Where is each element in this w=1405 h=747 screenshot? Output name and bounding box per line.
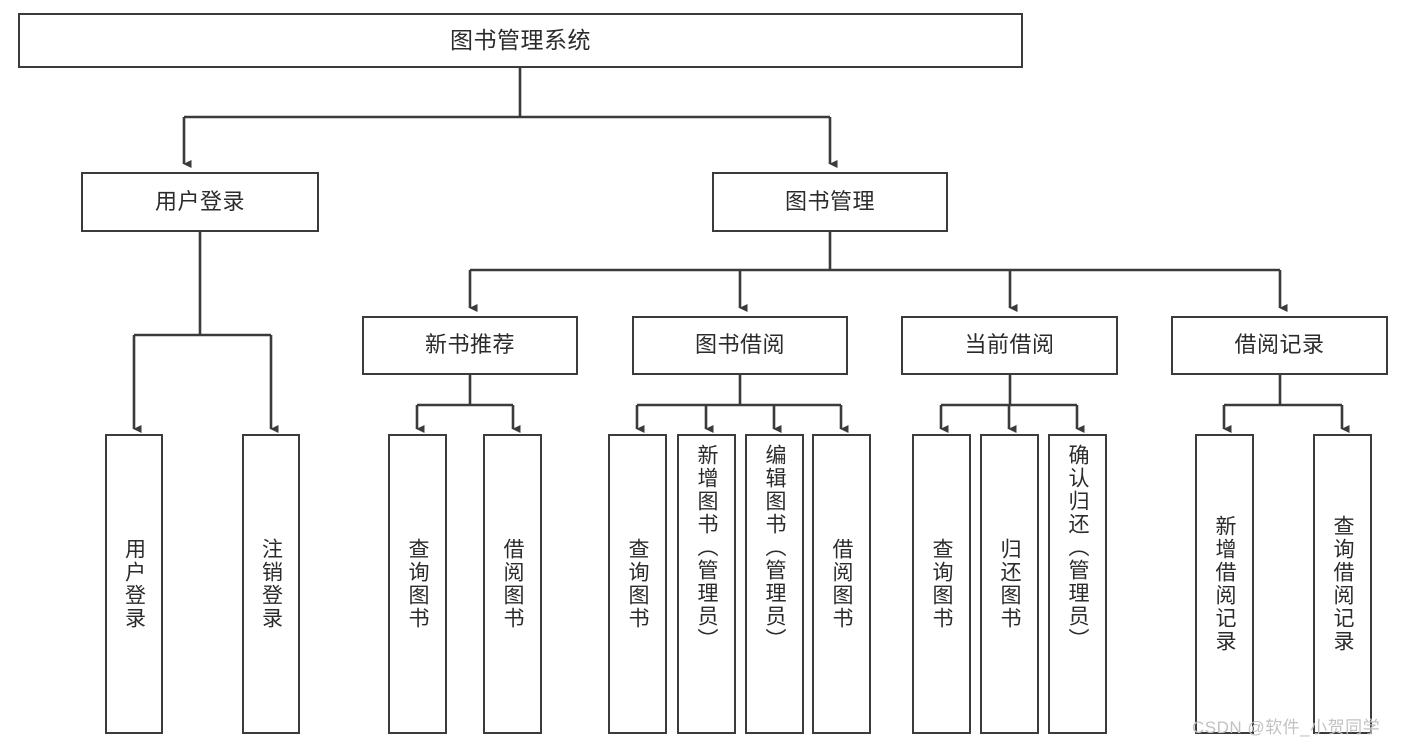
leaf-node-add-book-admin[interactable]: 新增图书（管理员） (677, 434, 736, 734)
node-new-book-recommendation[interactable]: 新书推荐 (362, 316, 578, 375)
leaf-node-edit-book-admin[interactable]: 编辑图书（管理员） (745, 434, 804, 734)
edge-group-new-book (415, 375, 521, 434)
node-user-login[interactable]: 用户登录 (81, 172, 319, 232)
leaf-node-borrow-book-2[interactable]: 借阅图书 (812, 434, 871, 734)
edge-group-current-borrow (939, 375, 1085, 434)
leaf-node-query-book-1[interactable]: 查询图书 (388, 434, 447, 734)
node-borrowing-records[interactable]: 借阅记录 (1171, 316, 1388, 375)
edge-group-root (182, 68, 838, 169)
leaf-node-logout[interactable]: 注销登录 (242, 434, 300, 734)
node-label: 查询图书 (626, 538, 649, 630)
leaf-node-query-book-3[interactable]: 查询图书 (912, 434, 971, 734)
node-label: 新增图书（管理员） (695, 444, 718, 651)
node-current-borrowing[interactable]: 当前借阅 (901, 316, 1118, 375)
node-label: 注销登录 (259, 538, 283, 630)
leaf-node-return-book[interactable]: 归还图书 (980, 434, 1039, 734)
csdn-watermark: CSDN @软件_小贺同学 (1192, 718, 1381, 737)
leaf-node-confirm-return-admin[interactable]: 确认归还（管理员） (1048, 434, 1107, 734)
node-root-system[interactable]: 图书管理系统 (18, 13, 1023, 68)
edge-group-borrow-records (1222, 375, 1350, 434)
node-label: 当前借阅 (964, 332, 1055, 358)
node-label: 借阅图书 (830, 538, 853, 630)
node-label: 查询图书 (930, 538, 953, 630)
node-label: 查询图书 (406, 538, 429, 630)
leaf-node-query-borrow-record[interactable]: 查询借阅记录 (1313, 434, 1372, 734)
edge-group-user-login (132, 232, 279, 434)
node-label: 借阅图书 (501, 538, 524, 630)
leaf-node-user-login[interactable]: 用户登录 (105, 434, 163, 734)
leaf-node-query-book-2[interactable]: 查询图书 (608, 434, 667, 734)
node-label: 借阅记录 (1234, 332, 1325, 358)
node-label: 图书管理系统 (450, 26, 591, 53)
node-book-management[interactable]: 图书管理 (712, 172, 948, 232)
node-label: 新书推荐 (424, 332, 515, 358)
node-label: 新增借阅记录 (1213, 515, 1236, 653)
node-label: 编辑图书（管理员） (763, 444, 786, 651)
leaf-node-borrow-book-1[interactable]: 借阅图书 (483, 434, 542, 734)
node-label: 查询借阅记录 (1331, 515, 1354, 653)
node-label: 确认归还（管理员） (1066, 444, 1089, 651)
node-label: 归还图书 (998, 538, 1021, 630)
node-book-borrowing[interactable]: 图书借阅 (632, 316, 848, 375)
node-label: 用户登录 (122, 538, 146, 630)
node-label: 图书管理 (784, 188, 875, 214)
node-label: 图书借阅 (694, 332, 785, 358)
edge-group-borrow-book (635, 375, 849, 434)
edge-group-book-management (468, 232, 1288, 313)
leaf-node-add-borrow-record[interactable]: 新增借阅记录 (1195, 434, 1254, 734)
node-label: 用户登录 (154, 188, 245, 214)
